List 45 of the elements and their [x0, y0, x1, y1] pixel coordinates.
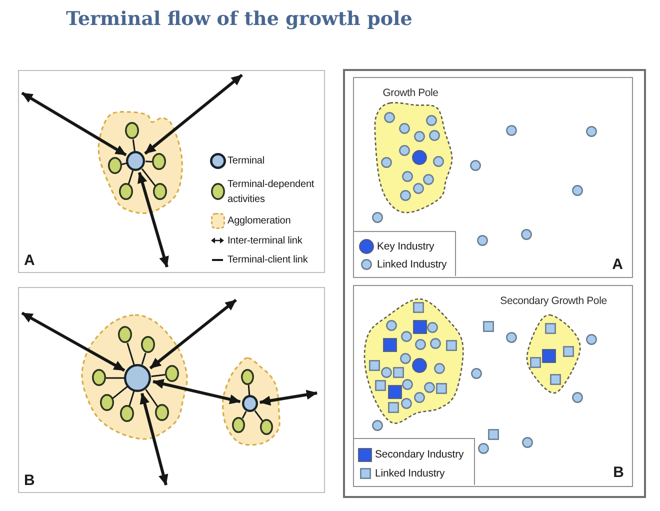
- link-line: [126, 342, 135, 365]
- double-arrow: [259, 390, 318, 406]
- legend-label: Terminal: [228, 154, 264, 168]
- link-line: [248, 384, 250, 396]
- double-arrow: [140, 392, 168, 486]
- link-line: [122, 162, 127, 166]
- link-line: [132, 139, 136, 152]
- panel-letter: B: [613, 464, 624, 481]
- link-line: [145, 388, 158, 407]
- legend-label: Linked Industry: [375, 467, 445, 480]
- diagram-title: Terminal flow of the growth pole: [66, 7, 412, 32]
- legend-label: Key Industry: [377, 240, 434, 253]
- link-line: [141, 168, 156, 186]
- link-line: [112, 386, 128, 399]
- double-arrow: [144, 74, 243, 155]
- link-line: [128, 170, 134, 184]
- panel-letter: A: [24, 252, 35, 269]
- link-line: [106, 377, 124, 379]
- double-arrow: [21, 92, 127, 156]
- link-line: [141, 352, 146, 365]
- double-arrow: [152, 379, 241, 404]
- legend-label: Terminal-dependent activities: [228, 178, 316, 206]
- area-heading: Growth Pole: [382, 86, 438, 100]
- legend-label: Inter-terminal link: [228, 234, 302, 248]
- link-line: [254, 410, 264, 422]
- diagram-panel: [18, 70, 325, 273]
- terminal-circle: [242, 395, 258, 412]
- area-heading: Secondary Growth Pole: [500, 294, 607, 308]
- link-line: [128, 391, 135, 406]
- double-arrow: [21, 312, 126, 372]
- double-arrow: [149, 298, 237, 370]
- diagram-panel: [353, 285, 633, 487]
- legend-label: Terminal-client link: [228, 253, 308, 267]
- diagram-panel: [18, 287, 325, 493]
- double-arrow: [138, 172, 169, 268]
- legend-label: Secondary Industry: [375, 448, 464, 461]
- panel-letter: B: [24, 472, 35, 489]
- panel-letter: A: [612, 256, 623, 273]
- panel-frame: [343, 69, 646, 498]
- legend-label: Linked Industry: [377, 258, 447, 271]
- legend-label: Agglomeration: [228, 214, 291, 228]
- link-line: [242, 411, 247, 419]
- link-line: [151, 374, 166, 378]
- link-line: [145, 160, 152, 162]
- diagram-panel: [353, 77, 633, 278]
